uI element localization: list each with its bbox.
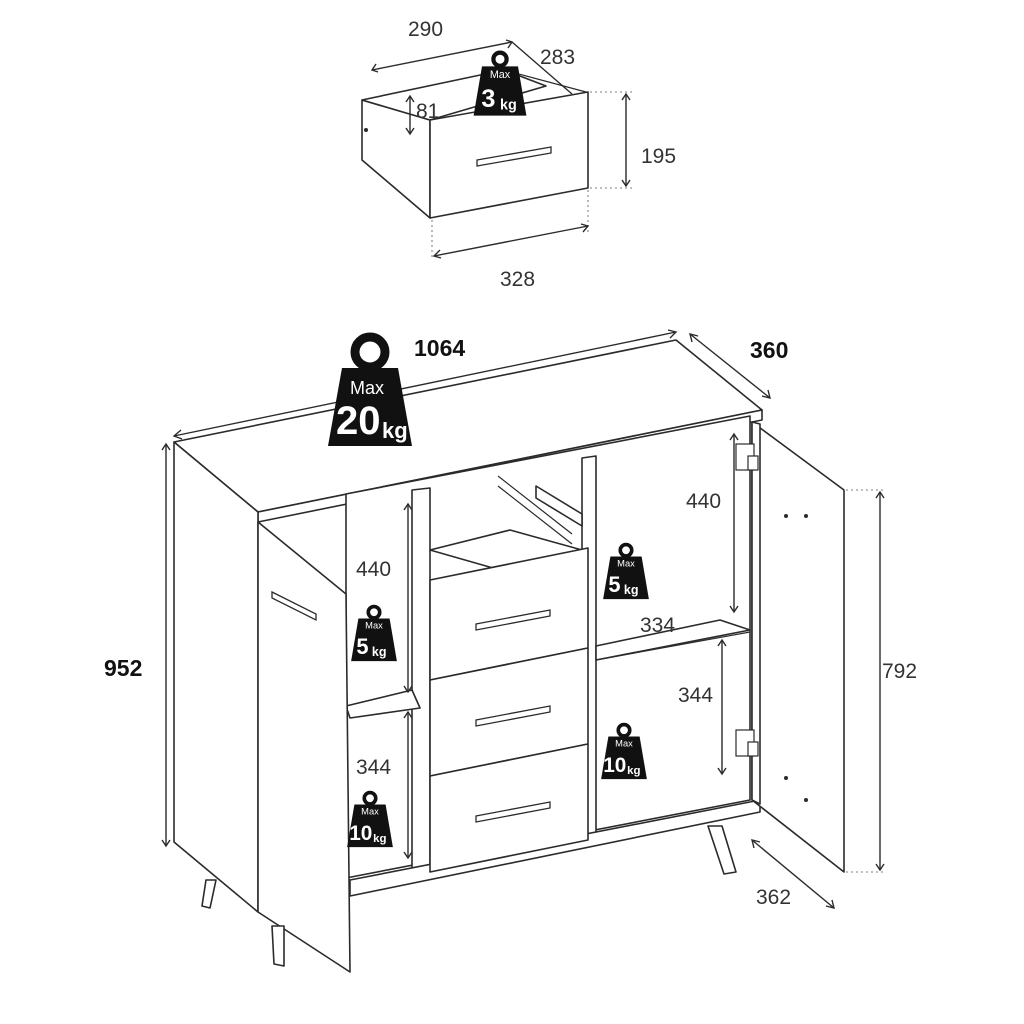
svg-text:Max: Max — [365, 620, 383, 630]
svg-text:Max: Max — [350, 378, 384, 398]
leg-front-left — [201, 879, 217, 909]
right-shelf — [595, 619, 751, 661]
left-door-handle — [271, 590, 317, 622]
dim-label-362: 362 — [756, 886, 791, 909]
svg-text:20: 20 — [336, 399, 381, 443]
dim-line-362 — [751, 839, 835, 909]
dim-label-952: 952 — [104, 655, 142, 681]
svg-text:Max: Max — [361, 806, 379, 816]
svg-text:kg: kg — [373, 833, 386, 845]
dim-label-328: 328 — [500, 268, 535, 291]
weight-icon-right-shelf: Max 5 kg — [603, 542, 649, 600]
right-door — [751, 421, 845, 873]
drawer-front-3 — [429, 743, 589, 873]
drawer-detail: 290 283 81 195 328 Max 3 kg — [361, 18, 676, 291]
weight-icon-top: Max 20 kg — [328, 332, 412, 446]
dim-line-290 — [371, 41, 513, 71]
svg-text:kg: kg — [624, 583, 639, 597]
drawer-slide-rail — [535, 485, 583, 527]
svg-text:Max: Max — [617, 558, 635, 568]
dim-label-left-440: 440 — [356, 558, 391, 581]
weight-icon-left-shelf: Max 5 kg — [351, 604, 397, 662]
svg-text:kg: kg — [382, 418, 408, 443]
leg-front-center — [271, 925, 285, 967]
drawer-handle-1 — [475, 609, 551, 631]
drawer-handle-2 — [475, 705, 551, 727]
weight-icon-left-bottom: Max 10 kg — [347, 790, 393, 848]
dim-line-360 — [689, 333, 771, 399]
weight-icon-right-bottom: Max 10 kg — [601, 722, 647, 780]
dim-label-left-344: 344 — [356, 756, 391, 779]
drawer-handle — [476, 146, 552, 167]
svg-text:3: 3 — [481, 85, 495, 113]
dim-label-792: 792 — [882, 660, 917, 683]
cabinet-base — [349, 799, 761, 897]
weight-icon-drawer: Max 3 kg — [473, 50, 527, 116]
svg-text:kg: kg — [627, 765, 640, 777]
svg-text:kg: kg — [372, 645, 387, 659]
dim-label-right-344: 344 — [678, 684, 713, 707]
hinge-lower — [735, 729, 759, 757]
dim-line-328 — [433, 225, 589, 257]
svg-text:10: 10 — [349, 822, 372, 845]
drawer-screw-hole — [364, 128, 368, 132]
dim-label-195: 195 — [641, 145, 676, 168]
leg-back-right — [707, 825, 737, 875]
dim-line-283 — [511, 41, 573, 95]
dim-label-290: 290 — [408, 18, 443, 41]
dim-line-1064 — [173, 331, 677, 437]
svg-text:Max: Max — [490, 69, 511, 81]
hinge-upper — [735, 443, 759, 471]
svg-text:5: 5 — [356, 634, 368, 659]
left-shelf — [345, 689, 421, 719]
left-door — [257, 521, 351, 973]
svg-text:5: 5 — [608, 572, 620, 597]
svg-text:10: 10 — [603, 754, 626, 777]
cabinet-left-side — [173, 441, 259, 913]
svg-text:Max: Max — [615, 738, 633, 748]
cabinet-drawing: 1064 360 952 792 362 440 344 — [104, 329, 917, 973]
dim-label-shelf-334: 334 — [640, 614, 675, 637]
dim-label-right-440: 440 — [686, 490, 721, 513]
dim-label-1064: 1064 — [414, 335, 465, 361]
cabinet-left-divider — [411, 487, 431, 873]
dim-label-283: 283 — [540, 46, 575, 69]
svg-text:kg: kg — [500, 98, 517, 114]
dim-label-81: 81 — [416, 100, 439, 123]
dim-label-360: 360 — [750, 337, 788, 363]
drawer-handle-3 — [475, 801, 551, 823]
